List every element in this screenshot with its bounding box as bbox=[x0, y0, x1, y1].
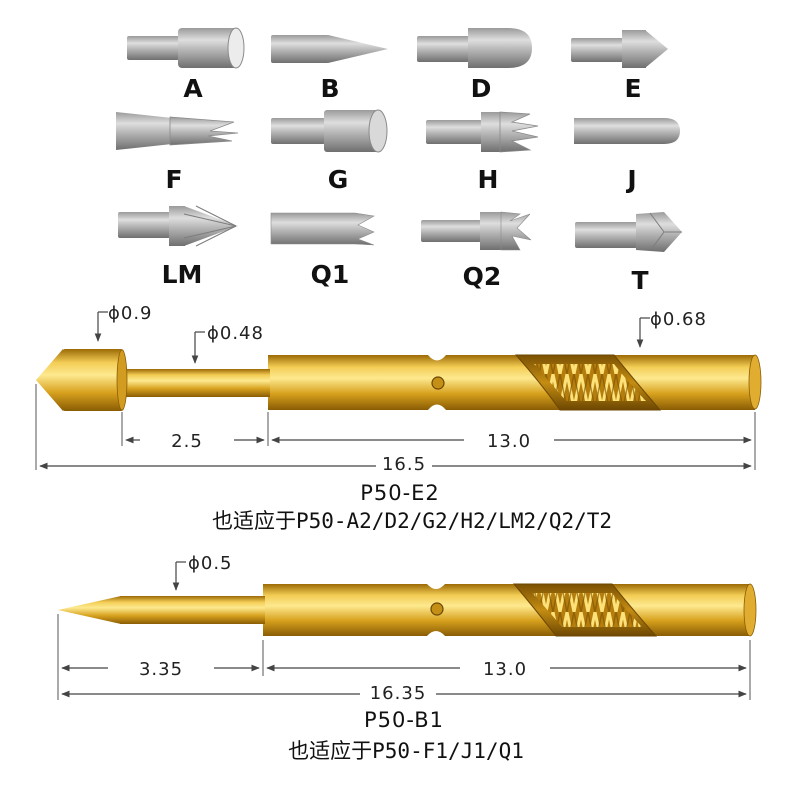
dim-total-value: 16.35 bbox=[370, 683, 427, 704]
probe-tip bbox=[58, 596, 121, 624]
dim-phi-tip: ϕ0.5 bbox=[188, 553, 233, 574]
probe-spring bbox=[534, 364, 646, 401]
crown-tip-icon bbox=[426, 111, 539, 153]
star-tip-icon bbox=[118, 205, 238, 247]
tip-label: G bbox=[328, 165, 349, 194]
tip-h: H bbox=[426, 111, 539, 194]
probe-compat: 也适应于P50-A2/D2/G2/H2/LM2/Q2/T2 bbox=[212, 509, 612, 533]
flat-tip-icon bbox=[271, 109, 388, 153]
dim-barrel-length: 13.0 bbox=[266, 659, 747, 680]
tip-label: E bbox=[624, 74, 641, 103]
tip-label: Q2 bbox=[463, 262, 502, 291]
tip-a: A bbox=[127, 27, 245, 103]
dim-plunger-value: 3.35 bbox=[139, 659, 183, 680]
probe-barrel bbox=[268, 355, 755, 410]
dim-barrel-length: 13.0 bbox=[271, 431, 752, 452]
tip-t: T bbox=[575, 212, 682, 295]
callout-plunger-diameter: ϕ0.48 bbox=[191, 323, 264, 364]
cone-tip-icon bbox=[571, 30, 668, 68]
cup-tip-icon bbox=[127, 27, 245, 69]
tip-label: LM bbox=[162, 260, 203, 289]
dim-plunger-value: 2.5 bbox=[171, 431, 203, 452]
dim-barrel-value: 13.0 bbox=[483, 659, 527, 680]
callout-tip-diameter: ϕ0.9 bbox=[94, 303, 153, 342]
tip-d: D bbox=[417, 28, 532, 103]
round-tip-icon bbox=[574, 118, 680, 144]
tip-label: H bbox=[478, 165, 499, 194]
extension-lines bbox=[35, 384, 756, 470]
probe-p50-e2: ϕ0.9 ϕ0.48 ϕ0.68 2.5 13.0 bbox=[35, 303, 762, 533]
tip-g: G bbox=[271, 109, 388, 194]
tip-label: J bbox=[625, 165, 636, 194]
dim-phi-tip: ϕ0.9 bbox=[108, 303, 153, 324]
tip-label: F bbox=[165, 165, 182, 194]
dim-total-value: 16.5 bbox=[382, 454, 426, 475]
tip-label: A bbox=[183, 74, 203, 103]
callout-tip-diameter: ϕ0.5 bbox=[172, 553, 233, 591]
probe-spring bbox=[532, 593, 642, 627]
dim-plunger-length: 2.5 bbox=[125, 431, 265, 452]
dim-barrel-value: 13.0 bbox=[487, 431, 531, 452]
probe-plunger bbox=[120, 369, 270, 397]
tip-label: D bbox=[471, 74, 492, 103]
dim-phi-plunger: ϕ0.48 bbox=[207, 323, 264, 344]
dome-tip-icon bbox=[417, 28, 532, 68]
probe-compat: 也适应于P50-F1/J1/Q1 bbox=[288, 739, 524, 763]
tip-q1: Q1 bbox=[270, 212, 375, 289]
tip-label: T bbox=[631, 266, 648, 295]
dim-phi-barrel: ϕ0.68 bbox=[650, 309, 707, 330]
probe-model: P50-B1 bbox=[364, 708, 444, 732]
needle-tip-icon bbox=[271, 35, 388, 63]
probe-model: P50-E2 bbox=[360, 481, 440, 505]
tip-b: B bbox=[271, 35, 388, 103]
serrated-crown-tip-icon bbox=[421, 211, 532, 251]
four-point-crown-tip-icon bbox=[270, 212, 375, 246]
extension-lines bbox=[57, 614, 751, 700]
probe-head bbox=[62, 349, 124, 411]
dim-total-length: 16.35 bbox=[61, 683, 747, 704]
dim-plunger-length: 3.35 bbox=[61, 659, 260, 680]
dim-total-length: 16.5 bbox=[39, 454, 752, 475]
tip-q2: Q2 bbox=[421, 211, 532, 291]
multi-spear-tip-icon bbox=[116, 112, 239, 150]
tip-label: B bbox=[320, 74, 339, 103]
callout-barrel-diameter: ϕ0.68 bbox=[636, 309, 707, 348]
tip-j: J bbox=[574, 118, 680, 194]
chisel-tip-icon bbox=[575, 212, 682, 252]
probe-tip bbox=[36, 349, 63, 411]
tip-e: E bbox=[571, 30, 668, 103]
tip-f: F bbox=[116, 112, 239, 194]
tip-label: Q1 bbox=[311, 260, 350, 289]
probe-p50-b1: ϕ0.5 3.35 13.0 16.35 P50-B1 也适应于P50-F1/J… bbox=[57, 553, 757, 763]
probe-barrel bbox=[263, 584, 750, 636]
tip-lm: LM bbox=[118, 205, 238, 289]
probe-plunger bbox=[120, 596, 265, 624]
